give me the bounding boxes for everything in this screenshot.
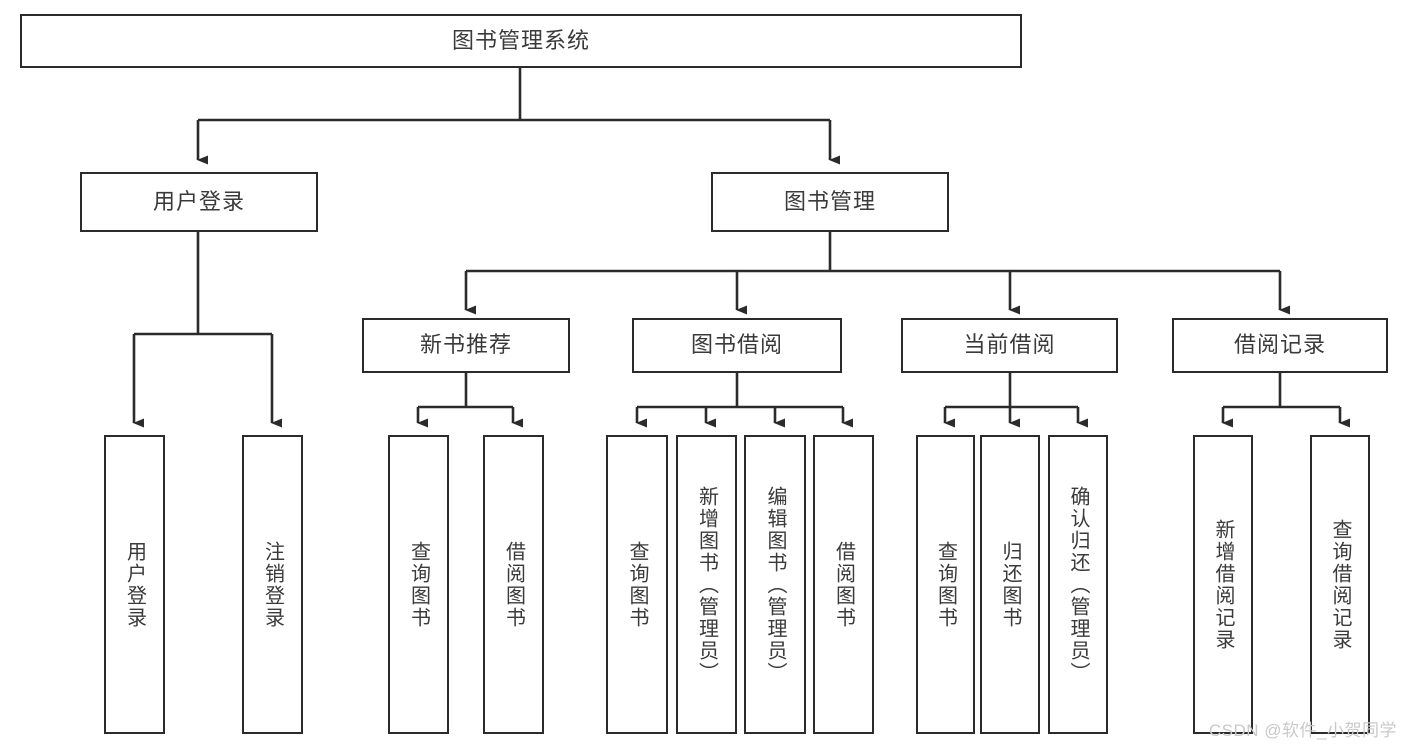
node-borrow-record[interactable]: 借阅记录: [1172, 318, 1388, 373]
leaf-user-login-logout[interactable]: 注销登录: [242, 435, 303, 734]
node-label: 图书借阅: [690, 332, 783, 358]
node-label: 查询图书: [934, 540, 957, 629]
leaf-current-borrow-query[interactable]: 查询图书: [916, 435, 975, 734]
leaf-new-book-borrow[interactable]: 借阅图书: [483, 435, 544, 734]
node-label: 编辑图书（管理员）: [764, 485, 786, 684]
node-label: 借阅记录: [1233, 332, 1326, 358]
node-label: 当前借阅: [963, 332, 1056, 358]
leaf-book-borrow-add[interactable]: 新增图书（管理员）: [676, 435, 737, 734]
node-label: 归还图书: [999, 540, 1021, 629]
node-user-login[interactable]: 用户登录: [80, 172, 318, 232]
leaf-current-borrow-return[interactable]: 归还图书: [980, 435, 1040, 734]
leaf-book-borrow-borrow[interactable]: 借阅图书: [813, 435, 874, 734]
node-label: 确认归还（管理员）: [1067, 485, 1089, 684]
node-root-system[interactable]: 图书管理系统: [20, 14, 1022, 68]
leaf-current-borrow-confirm-return[interactable]: 确认归还（管理员）: [1048, 435, 1108, 734]
leaf-borrow-record-query[interactable]: 查询借阅记录: [1310, 435, 1370, 734]
node-new-book-recommend[interactable]: 新书推荐: [362, 318, 570, 373]
node-label: 图书管理: [783, 188, 876, 214]
node-book-borrow[interactable]: 图书借阅: [632, 318, 842, 373]
leaf-book-borrow-edit[interactable]: 编辑图书（管理员）: [744, 435, 806, 734]
node-label: 注销登录: [261, 540, 284, 629]
leaf-user-login-login[interactable]: 用户登录: [104, 435, 165, 734]
node-label: 查询借阅记录: [1329, 518, 1351, 651]
node-label: 用户登录: [123, 540, 146, 629]
leaf-borrow-record-add[interactable]: 新增借阅记录: [1193, 435, 1253, 734]
node-label: 新增借阅记录: [1212, 518, 1234, 651]
node-label: 新增图书（管理员）: [695, 485, 718, 684]
node-label: 图书管理系统: [451, 27, 590, 53]
node-label: 新书推荐: [419, 332, 512, 358]
node-label: 借阅图书: [832, 540, 855, 629]
node-book-management[interactable]: 图书管理: [711, 172, 949, 232]
node-label: 查询图书: [407, 540, 430, 629]
node-label: 查询图书: [626, 540, 648, 629]
node-current-borrow[interactable]: 当前借阅: [901, 318, 1118, 373]
node-label: 借阅图书: [502, 540, 525, 629]
leaf-new-book-query[interactable]: 查询图书: [388, 435, 449, 734]
node-label: 用户登录: [152, 188, 245, 214]
leaf-book-borrow-query[interactable]: 查询图书: [606, 435, 668, 734]
